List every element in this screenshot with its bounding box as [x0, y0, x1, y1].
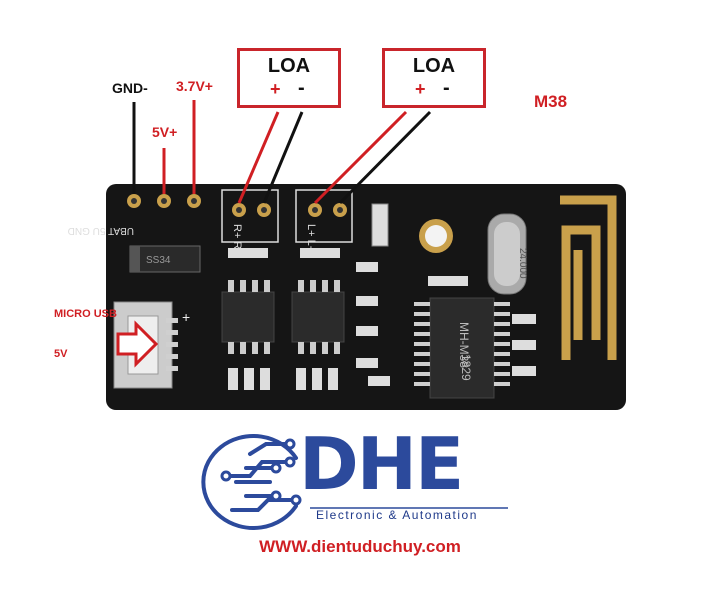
pcb-antenna: [560, 195, 617, 360]
bluetooth-chip: [414, 297, 510, 399]
label-model: M38: [534, 92, 568, 111]
amplifier-chip-1: [221, 280, 275, 354]
logo-tagline: Electronic & Automation: [316, 508, 478, 522]
speaker-title: LOA: [412, 55, 456, 77]
label-gnd: GND-: [112, 80, 148, 96]
dhe-logo-nodes: [220, 438, 302, 506]
smd-components: [228, 248, 536, 390]
speaker-box-left: LOA + -: [382, 48, 486, 108]
usb-arrow-icon: [116, 320, 159, 368]
amplifier-chip-2: [291, 280, 345, 354]
speaker-minus: -: [443, 77, 450, 99]
diode-ss34: [129, 245, 201, 273]
speaker-plus: +: [415, 79, 426, 99]
label-5v: 5V+: [152, 124, 178, 140]
speaker-box-right: LOA + -: [237, 48, 341, 108]
diode-label: SS34: [146, 255, 171, 266]
label-3-7v: 3.7V+: [176, 78, 213, 94]
silkscreen-right-channel: R+ R-: [231, 224, 243, 253]
crystal-label: 24.000: [517, 248, 528, 279]
speaker-minus: -: [298, 77, 305, 99]
right-channel-header: [221, 189, 279, 243]
label-usb-5v: 5V: [54, 348, 68, 360]
website-url: WWW.dientuduchuy.com: [259, 537, 461, 556]
wires: [132, 100, 432, 205]
logo-name: DHE: [299, 422, 464, 506]
capacitor: [371, 203, 389, 247]
dhe-logo-icon: [201, 434, 298, 530]
speaker-plus: +: [270, 79, 281, 99]
usb-plus-mark: +: [182, 309, 190, 325]
bluetooth-chip-code: 1829: [459, 354, 473, 381]
silkscreen-power-pins: UBAT 5U GND: [68, 225, 134, 236]
left-channel-header: [295, 189, 353, 243]
speaker-title: LOA: [267, 55, 311, 77]
label-micro-usb: MICRO USB: [54, 308, 117, 320]
bluetooth-chip-label: MH-M38: [457, 322, 471, 368]
silkscreen-left-channel: L+ L-: [305, 224, 317, 250]
power-pins: [127, 194, 201, 208]
